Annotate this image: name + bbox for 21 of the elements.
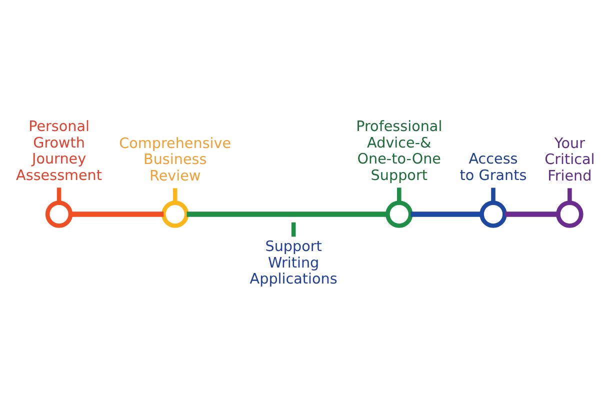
node-text: Personal Growth Journey Assessment	[16, 119, 102, 184]
node-circle	[45, 200, 73, 228]
connector	[291, 222, 296, 237]
connector	[568, 188, 572, 203]
connector	[70, 212, 164, 217]
node-circle	[480, 200, 507, 228]
connector	[56, 188, 62, 203]
connector	[491, 188, 496, 203]
node-text: Your Critical Friend	[544, 136, 595, 184]
node-circle	[556, 200, 584, 228]
node-text: Professional Advice-& One-to-One Support	[356, 119, 442, 184]
node-circle	[162, 200, 189, 228]
connector	[410, 212, 482, 217]
connector	[504, 212, 558, 217]
connector	[172, 188, 178, 203]
node-text: Support Writing Applications	[250, 239, 338, 288]
node-text: Comprehensive Business Review	[119, 136, 232, 184]
node-circle	[386, 200, 413, 228]
node-text: Access to Grants	[460, 152, 527, 184]
connector	[186, 212, 388, 217]
connector	[397, 188, 402, 203]
